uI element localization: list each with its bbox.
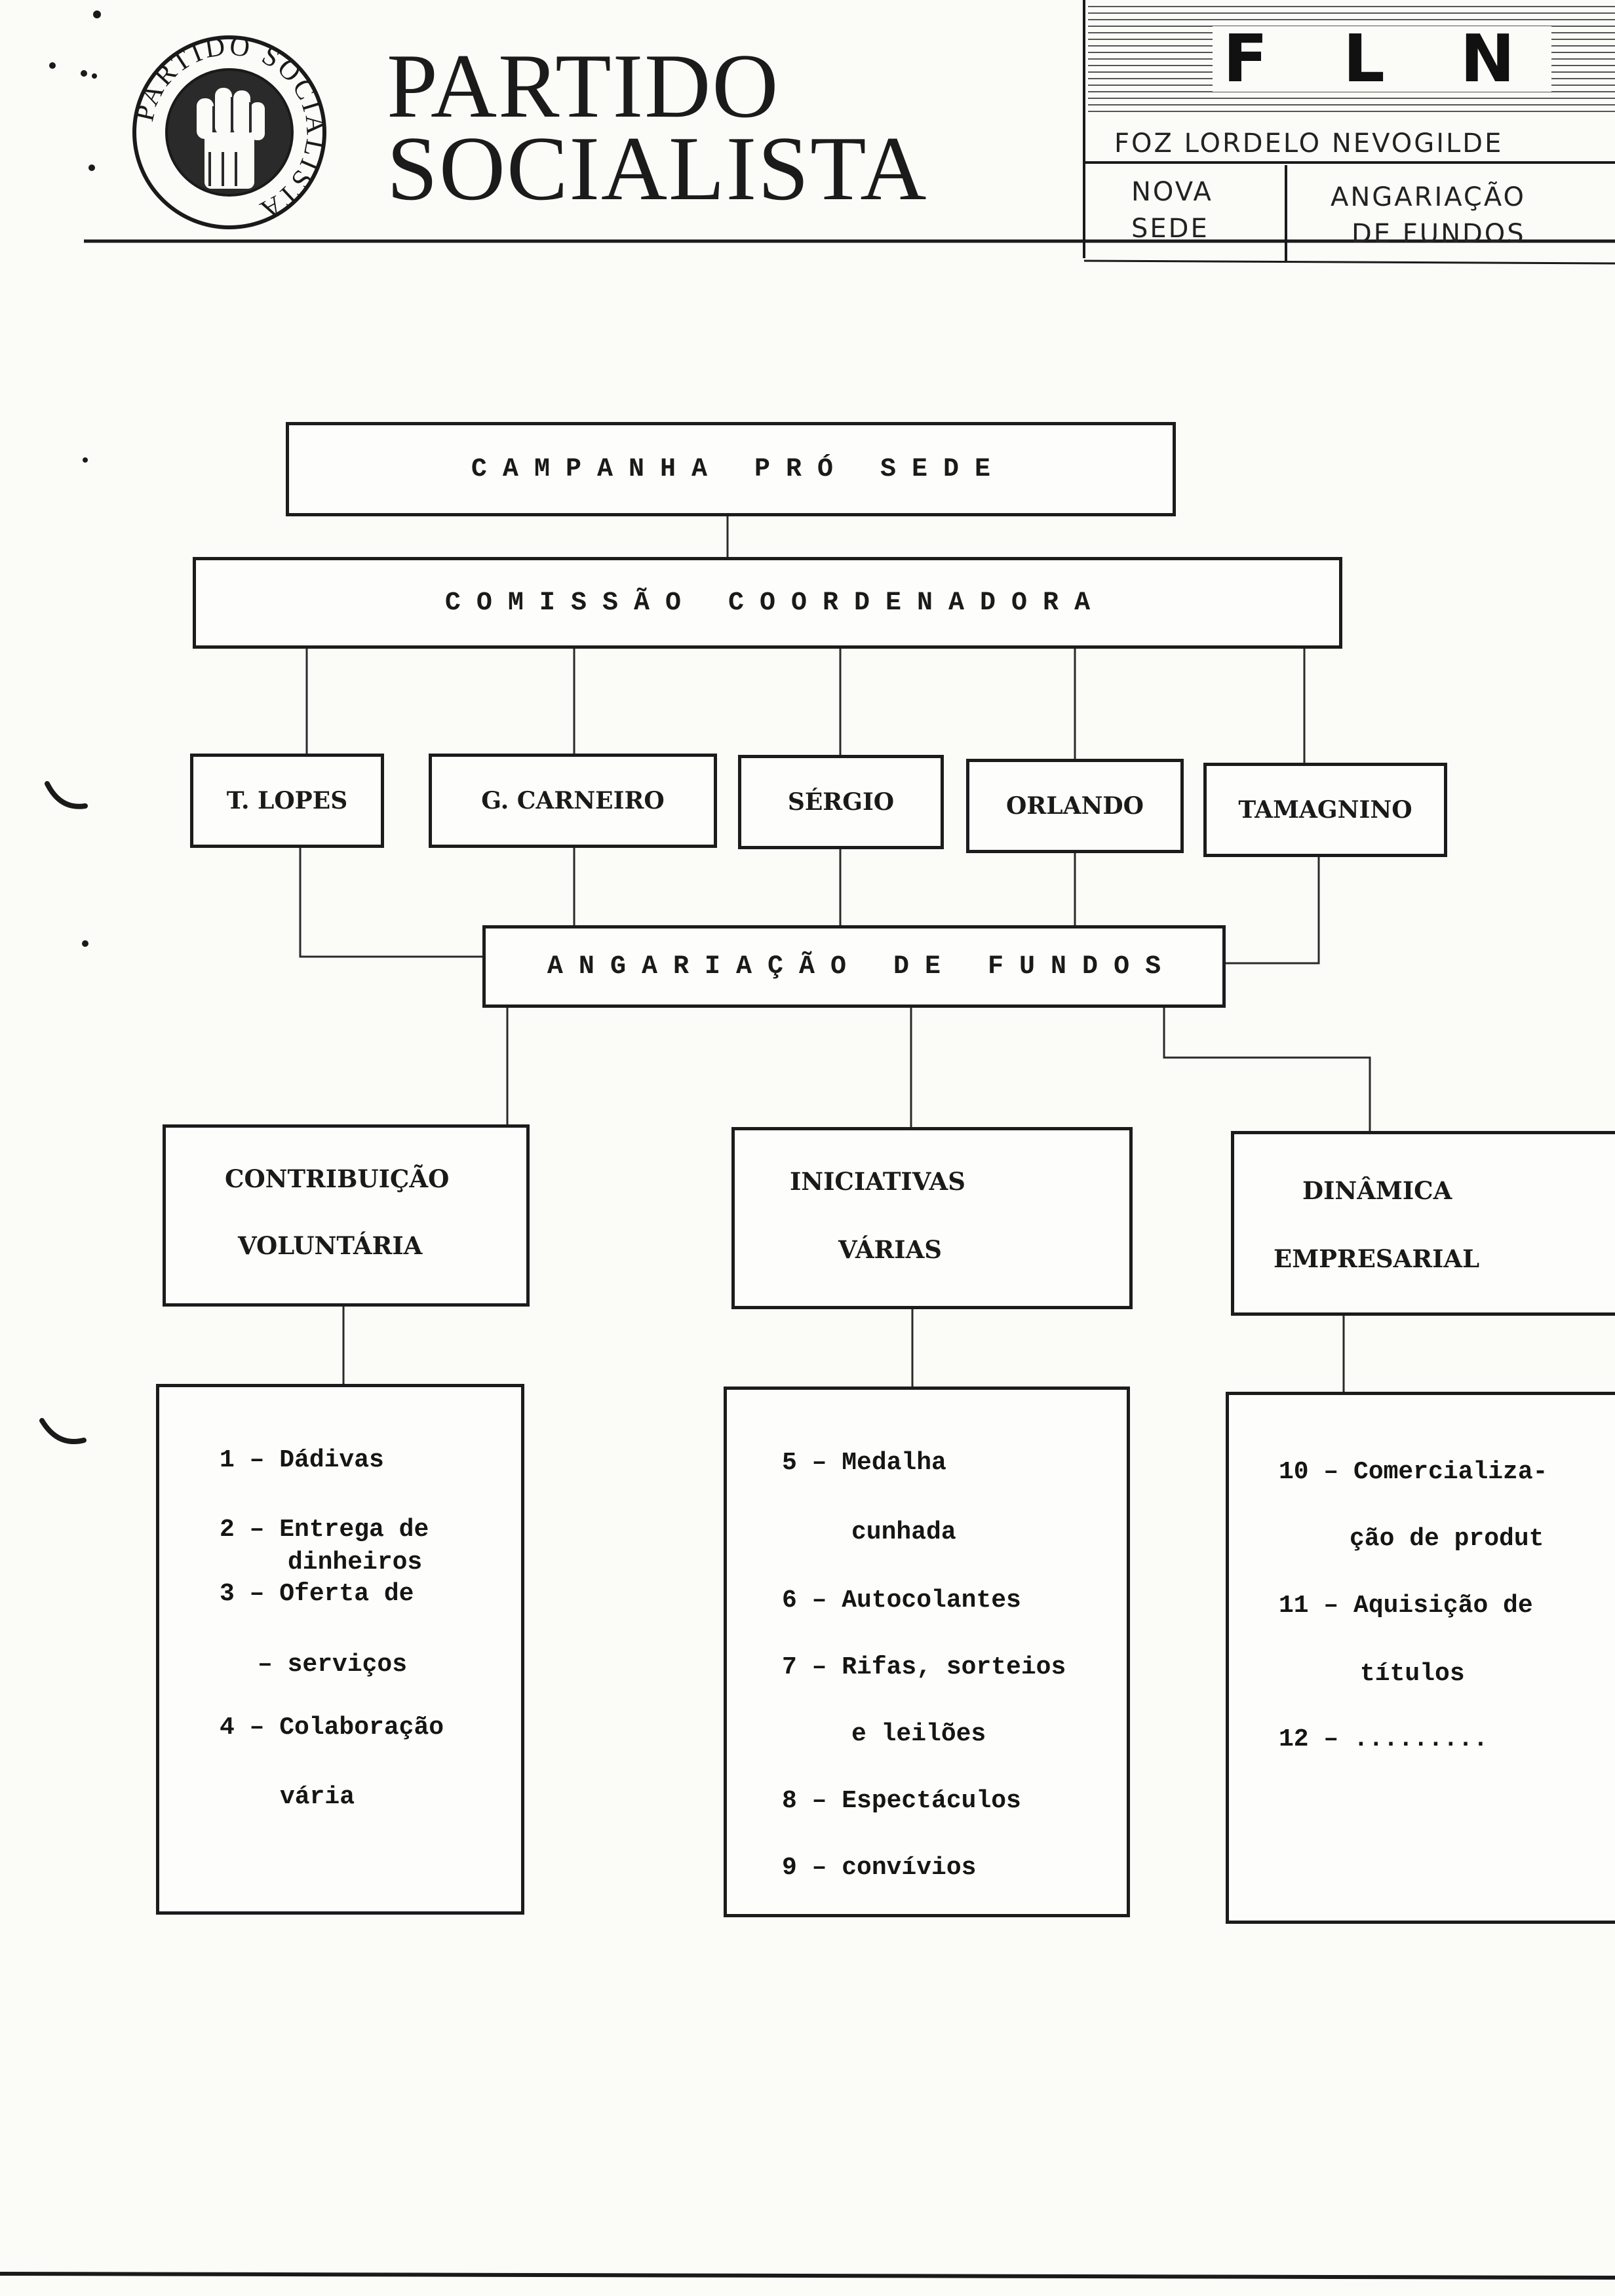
list-item: 8 – Espectáculos (782, 1787, 1021, 1815)
category-line2: EMPRESARIAL (1274, 1244, 1480, 1273)
list-item: 4 – Colaboração (220, 1713, 444, 1742)
list-item: 6 – Autocolantes (782, 1586, 1021, 1615)
list-item: vária (280, 1783, 355, 1811)
list-item: 3 – Oferta de (220, 1580, 414, 1608)
category-line1: CONTRIBUIÇÃO (225, 1164, 450, 1193)
category-line1: INICIATIVAS (790, 1167, 965, 1196)
member-name: SÉRGIO (787, 788, 895, 816)
list-item: dinheiros (288, 1548, 423, 1577)
list-item: – serviços (258, 1651, 408, 1679)
category-line2: VOLUNTÁRIA (238, 1231, 423, 1260)
fundraising-box: A N G A R I A Ç Ã O D E F U N D O S (482, 925, 1226, 1008)
member-name: G. CARNEIRO (481, 787, 665, 814)
parishes-label: FOZ LORDELO NEVOGILDE (1114, 128, 1504, 159)
list-item: títulos (1360, 1660, 1465, 1688)
items-box: 5 – Medalha cunhada 6 – Autocolantes 7 –… (724, 1387, 1130, 1917)
member-box: G. CARNEIRO (429, 754, 717, 848)
member-box: T. LOPES (190, 754, 384, 848)
list-item: 11 – Aquisição de (1279, 1592, 1533, 1620)
list-item: 2 – Entrega de (220, 1516, 429, 1544)
list-item: 12 – ......... (1279, 1725, 1489, 1753)
commission-title: C O M I S S Ã O C O O R D E N A D O R A (444, 588, 1091, 618)
party-logo: PARTIDO SOCIALISTA (131, 34, 328, 231)
category-box: INICIATIVAS VÁRIAS (731, 1127, 1133, 1309)
member-box: TAMAGNINO (1203, 763, 1447, 857)
member-name: TAMAGNINO (1238, 796, 1412, 824)
category-line2: VÁRIAS (838, 1235, 943, 1264)
list-item: 9 – convívios (782, 1854, 977, 1882)
list-item: ção de produt (1350, 1525, 1544, 1553)
nova-sede-line2: SEDE (1131, 214, 1209, 244)
list-item: 7 – Rifas, sorteios (782, 1653, 1066, 1681)
member-box: SÉRGIO (738, 755, 944, 849)
party-name-line2: SOCIALISTA (387, 118, 928, 220)
list-item: 5 – Medalha (782, 1449, 946, 1477)
list-item: e leilões (851, 1720, 986, 1748)
nova-sede-line1: NOVA (1131, 177, 1213, 207)
list-item: 10 – Comercializa- (1279, 1458, 1548, 1486)
fln-label: F L N (1213, 26, 1552, 92)
campaign-title: C A M P A N H A P R Ó S E D E (471, 454, 991, 484)
member-box: ORLANDO (966, 759, 1184, 853)
commission-box: C O M I S S Ã O C O O R D E N A D O R A (193, 557, 1342, 649)
party-name-line1: PARTIDO (387, 35, 780, 137)
items-box: 1 – Dádivas 2 – Entrega de dinheiros 3 –… (156, 1384, 524, 1915)
category-box: CONTRIBUIÇÃO VOLUNTÁRIA (163, 1124, 530, 1307)
angariacao-line2: DE FUNDOS (1352, 219, 1526, 249)
items-box: 10 – Comercializa- ção de produt 11 – Aq… (1226, 1392, 1615, 1924)
campaign-box: C A M P A N H A P R Ó S E D E (286, 422, 1176, 516)
member-name: T. LOPES (226, 787, 348, 814)
member-name: ORLANDO (1005, 792, 1144, 820)
category-line1: DINÂMICA (1302, 1176, 1452, 1205)
angariacao-line1: ANGARIAÇÃO (1331, 182, 1526, 212)
list-item: cunhada (851, 1518, 956, 1546)
list-item: 1 – Dádivas (220, 1446, 384, 1474)
category-box: DINÂMICA EMPRESARIAL (1231, 1131, 1615, 1316)
fundraising-title: A N G A R I A Ç Ã O D E F U N D O S (547, 951, 1161, 982)
